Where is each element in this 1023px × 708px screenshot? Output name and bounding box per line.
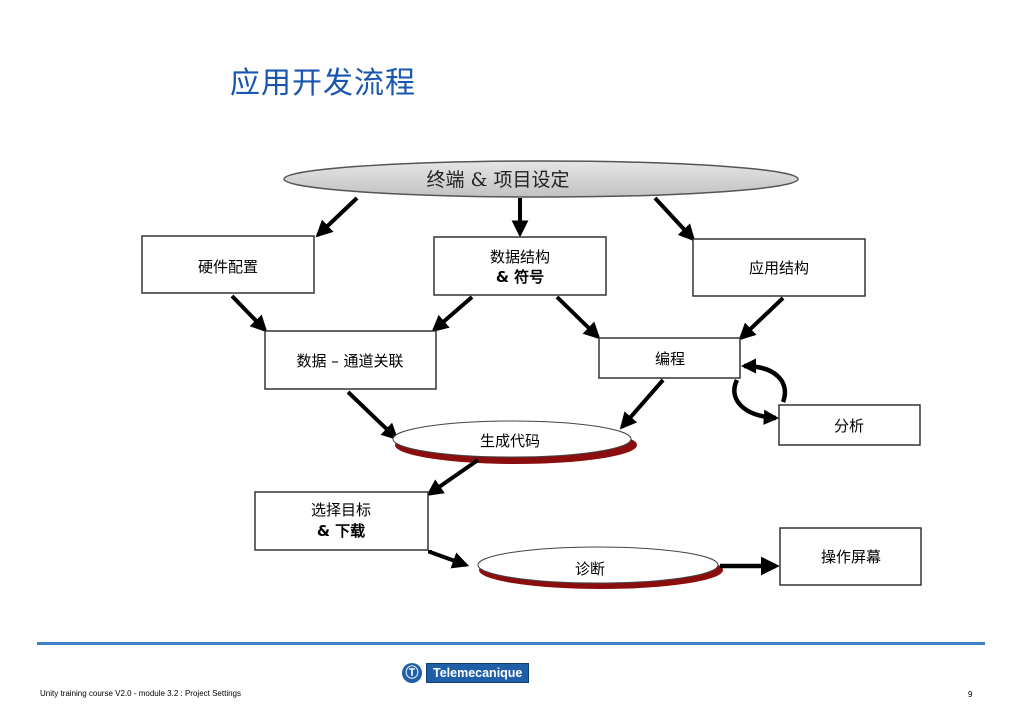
telemecanique-mark-icon: Ⓣ [402,663,422,683]
arrow-datachannel-generatecode [346,390,399,441]
operator-screen-label: 操作屏幕 [821,548,881,566]
footer-divider [37,642,985,645]
data-structure-node: 数据结构 & 符号 [433,236,607,296]
analysis-node: 分析 [778,404,921,446]
hardware-config-node: 硬件配置 [141,235,315,294]
data-structure-label-line1: 数据结构 [490,248,550,266]
terminal-setup-node: 终端 & 项目设定 [283,160,799,198]
analysis-label: 分析 [834,417,864,435]
data-channel-label: 数据 – 通道关联 [296,352,403,370]
arrow-programming-analysis [732,378,780,425]
arrow-programming-generatecode [619,378,665,430]
slide-title: 应用开发流程 [230,66,416,101]
arrow-appstruct-programming [738,296,785,341]
select-target-label-line2: & 下载 [317,522,365,540]
flow-diagram: 终端 & 项目设定 硬件配置 数据结构 & 符号 应用结构 数据 – 通道关联 … [141,160,922,589]
diagnosis-node: 诊断 [477,546,723,589]
app-structure-node: 应用结构 [692,238,866,297]
arrow-hardware-datachannel [230,294,268,333]
diagnosis-label: 诊断 [575,560,605,578]
data-channel-node: 数据 – 通道关联 [264,330,437,390]
operator-screen-node: 操作屏幕 [779,527,922,586]
app-structure-label: 应用结构 [749,259,809,277]
arrow-terminal-hardware [315,196,359,238]
generate-code-label: 生成代码 [480,432,540,450]
data-structure-label-line2: & 符号 [496,268,544,286]
footer-course-info: Unity training course V2.0 - module 3.2 … [40,689,241,698]
generate-code-node: 生成代码 [392,420,637,464]
arrow-selecttarget-diagnosis [428,550,470,569]
hardware-config-label: 硬件配置 [198,258,258,276]
arrow-generatecode-selecttarget [426,458,480,496]
arrow-terminal-appstruct [653,196,696,242]
arrow-datastruct-datachannel [431,295,474,333]
page-number: 9 [968,690,973,699]
arrow-analysis-programming [740,358,788,403]
select-target-node: 选择目标 & 下载 [254,491,429,551]
logo-text: Telemecanique [426,663,530,683]
terminal-setup-label: 终端 & 项目设定 [427,169,570,191]
programming-label: 编程 [655,350,685,368]
telemecanique-logo: Ⓣ Telemecanique [402,662,530,684]
arrow-datastruct-programming [555,295,601,340]
programming-node: 编程 [598,337,741,379]
select-target-label-line1: 选择目标 [311,501,371,519]
